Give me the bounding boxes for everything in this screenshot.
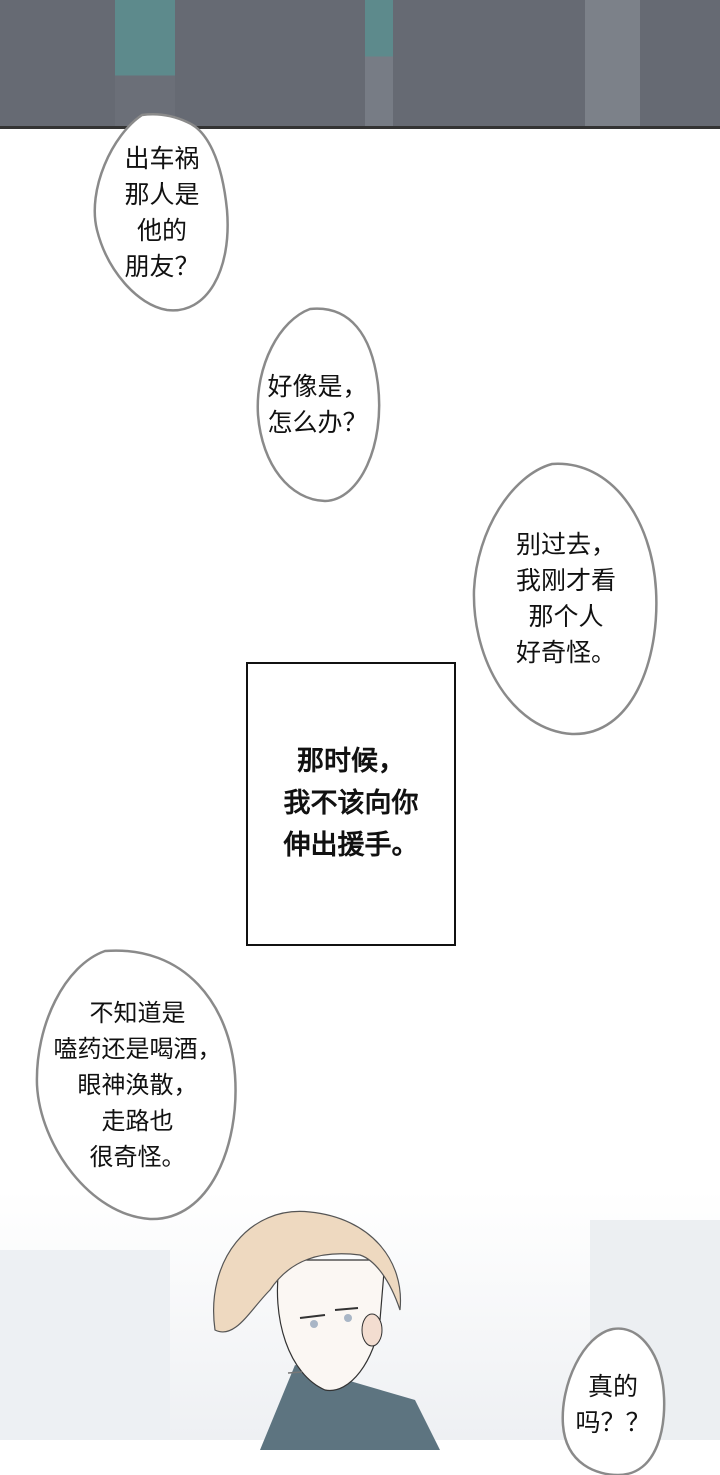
narration-line: 伸出援手。 [283, 830, 419, 861]
speech-bubble: 不知道是 嗑药还是喝酒， 眼神涣散， 走路也 很奇怪。 [35, 945, 240, 1225]
bubble-line: 不知道是 [89, 999, 186, 1027]
bubble-line: 嗑药还是喝酒， [53, 1035, 222, 1063]
narration-line: 那时候， [297, 746, 405, 777]
bubble-line: 那人是 [124, 179, 200, 209]
speech-bubble: 好像是， 怎么办？ [250, 305, 385, 505]
bubble-line: 出车祸 [124, 143, 200, 173]
bubble-line: 好像是， [267, 372, 368, 401]
narration-line: 我不该向你 [283, 788, 419, 819]
bubble-line: 真的 [587, 1372, 638, 1401]
speech-bubble: 真的 吗？？ [558, 1325, 668, 1475]
leg-figure [115, 0, 175, 126]
character-illustration [213, 1210, 440, 1450]
narration-box: 那时候， 我不该向你 伸出援手。 [246, 662, 456, 946]
bubble-line: 眼神涣散， [77, 1071, 198, 1099]
bubble-line: 他的 [136, 215, 187, 245]
building [0, 1250, 170, 1440]
bubble-line: 怎么办？ [267, 408, 368, 437]
bubble-line: 吗？？ [575, 1408, 651, 1437]
bubble-line: 我刚才看 [515, 566, 616, 595]
bubble-line: 那个人 [528, 602, 604, 631]
leg-figure [585, 0, 640, 126]
bubble-line: 朋友？ [124, 251, 200, 281]
leg-figure [365, 0, 393, 126]
top-panel-scene [0, 0, 720, 129]
bubble-line: 走路也 [101, 1107, 174, 1135]
speech-bubble: 别过去， 我刚才看 那个人 好奇怪。 [472, 460, 660, 738]
bubble-line: 好奇怪。 [515, 638, 616, 667]
bubble-line: 别过去， [515, 530, 616, 559]
speech-bubble: 出车祸 那人是 他的 朋友？ [92, 110, 232, 315]
bubble-line: 很奇怪。 [89, 1143, 186, 1171]
city-background [0, 1190, 720, 1450]
